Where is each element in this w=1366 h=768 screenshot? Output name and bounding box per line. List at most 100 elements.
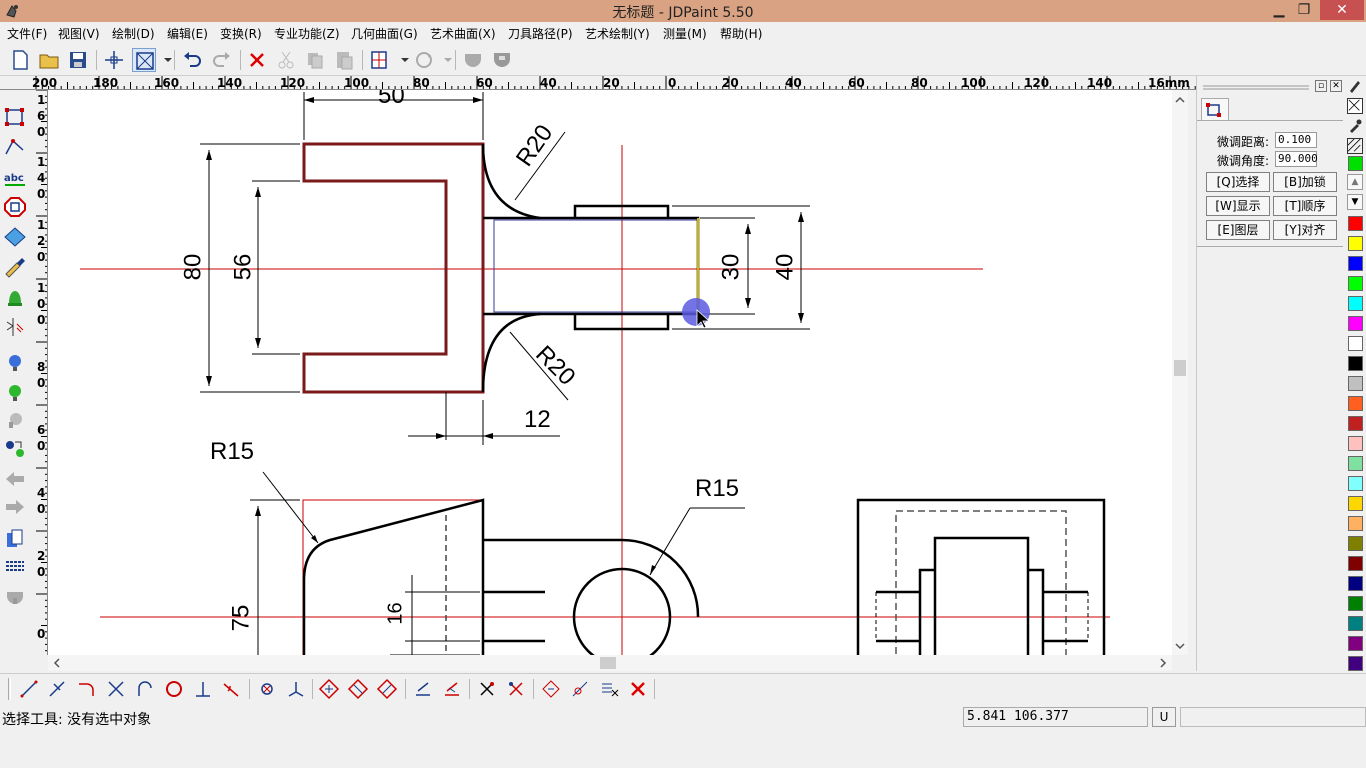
break-point-icon[interactable]: [476, 678, 498, 700]
color-swatch[interactable]: [1348, 216, 1363, 231]
menu-art-draw[interactable]: 艺术绘制(Y): [585, 27, 650, 41]
color-swatch[interactable]: [1348, 596, 1363, 611]
minimize-button[interactable]: ▁: [1273, 2, 1285, 18]
horizontal-scrollbar[interactable]: [48, 655, 1172, 671]
fine-distance-input[interactable]: 0.100: [1275, 132, 1317, 148]
tangent-arc-icon[interactable]: [134, 678, 156, 700]
section-cut-icon[interactable]: [3, 316, 27, 338]
color-swatch[interactable]: [1348, 336, 1363, 351]
menu-pro-functions[interactable]: 专业功能(Z): [274, 27, 340, 41]
hatch-pattern-icon[interactable]: [1347, 138, 1363, 154]
palette-scroll-up[interactable]: ▲: [1347, 174, 1363, 190]
color-swatch[interactable]: [1348, 356, 1363, 371]
panel-close-button[interactable]: ✕: [1330, 80, 1342, 92]
node-edit-icon[interactable]: [3, 106, 27, 128]
no-color-icon[interactable]: [1347, 98, 1363, 114]
bulb-green-icon[interactable]: [3, 382, 27, 404]
color-swatch[interactable]: [1348, 636, 1363, 651]
snap-node-icon[interactable]: [540, 678, 562, 700]
select-button[interactable]: [Q]选择: [1206, 172, 1270, 192]
color-swatch[interactable]: [1348, 416, 1363, 431]
color-swatch[interactable]: [1348, 396, 1363, 411]
diamond-fill-icon[interactable]: [3, 226, 27, 248]
arrow-right-icon[interactable]: [3, 496, 27, 518]
menu-view[interactable]: 视图(V): [58, 27, 100, 41]
panel-tab-node[interactable]: [1201, 98, 1229, 120]
redo-icon[interactable]: [210, 48, 234, 72]
color-swatch[interactable]: [1348, 256, 1363, 271]
cancel-snap-icon[interactable]: [627, 678, 649, 700]
swap-arrows-icon[interactable]: [3, 438, 27, 460]
color-swatch[interactable]: [1348, 516, 1363, 531]
color-swatch[interactable]: [1348, 236, 1363, 251]
color-swatch[interactable]: [1348, 296, 1363, 311]
drawing-canvas[interactable]: 50 R20 80 56 30 40 R20 12 R15 R15 75 16: [48, 90, 1172, 655]
color-swatch[interactable]: [1348, 476, 1363, 491]
eyedropper-icon[interactable]: [1347, 118, 1363, 134]
unit-toggle-button[interactable]: U: [1152, 707, 1176, 727]
save-icon[interactable]: [66, 48, 90, 72]
menu-edit[interactable]: 编辑(E): [167, 27, 208, 41]
open-folder-icon[interactable]: [37, 48, 61, 72]
chevron-down-icon[interactable]: [436, 48, 452, 72]
shield-render-icon[interactable]: [461, 48, 485, 72]
crosshair-snap-icon[interactable]: [102, 48, 126, 72]
close-button[interactable]: ✕: [1320, 0, 1364, 20]
cut-icon[interactable]: [274, 48, 298, 72]
menu-geometric-surface[interactable]: 几何曲面(G): [351, 27, 418, 41]
paste-icon[interactable]: [332, 48, 356, 72]
align-button[interactable]: [Y]对齐: [1273, 220, 1337, 240]
color-swatch[interactable]: [1348, 656, 1363, 671]
new-file-icon[interactable]: [8, 48, 32, 72]
angle-tool-icon[interactable]: [220, 678, 242, 700]
color-swatch[interactable]: [1348, 496, 1363, 511]
panel-dock-button[interactable]: ▫: [1315, 80, 1327, 92]
menu-draw[interactable]: 绘制(D): [112, 27, 155, 41]
pencil-icon[interactable]: [1347, 78, 1363, 94]
delete-icon[interactable]: [245, 48, 269, 72]
intersect-tool-icon[interactable]: [105, 678, 127, 700]
copy-icon[interactable]: [303, 48, 327, 72]
select-box-icon[interactable]: [132, 48, 156, 72]
octagon-tool-icon[interactable]: [3, 196, 27, 218]
perpendicular-icon[interactable]: [192, 678, 214, 700]
vertical-scrollbar[interactable]: [1172, 90, 1188, 655]
chevron-down-icon[interactable]: [156, 48, 172, 72]
point-tool-icon[interactable]: [256, 678, 278, 700]
rotate-view-icon[interactable]: [412, 48, 436, 72]
order-button[interactable]: [T]顺序: [1273, 196, 1337, 216]
restore-button[interactable]: ❐: [1297, 2, 1311, 18]
diamond-split-icon[interactable]: [347, 678, 369, 700]
menu-toolpath[interactable]: 刀具路径(P): [508, 27, 573, 41]
arc-tool-icon[interactable]: [75, 678, 97, 700]
palette-scroll-down[interactable]: ▼: [1347, 194, 1363, 210]
fine-angle-input[interactable]: 90.000: [1275, 151, 1318, 167]
axis-tool-icon[interactable]: [285, 678, 307, 700]
bell-shape-icon[interactable]: [3, 286, 27, 308]
delete-point-icon[interactable]: [505, 678, 527, 700]
pages-icon[interactable]: [3, 528, 27, 550]
diamond-join-icon[interactable]: [376, 678, 398, 700]
polyline-icon[interactable]: [3, 136, 27, 158]
extend-tool-icon[interactable]: [441, 678, 463, 700]
layer-button[interactable]: [E]图层: [1206, 220, 1270, 240]
lock-button[interactable]: [B]加锁: [1273, 172, 1337, 192]
line-tool-icon[interactable]: [18, 678, 40, 700]
diamond-node-icon[interactable]: [318, 678, 340, 700]
menu-art-surface[interactable]: 艺术曲面(X): [430, 27, 496, 41]
perpendicular-line-icon[interactable]: [46, 678, 68, 700]
bulb-gray-icon[interactable]: [3, 410, 27, 432]
color-swatch[interactable]: [1348, 576, 1363, 591]
color-swatch[interactable]: [1348, 556, 1363, 571]
bulb-blue-icon[interactable]: [3, 352, 27, 374]
color-swatch[interactable]: [1348, 276, 1363, 291]
color-swatch[interactable]: [1348, 316, 1363, 331]
color-swatch[interactable]: [1348, 456, 1363, 471]
circle-tool-icon[interactable]: [163, 678, 185, 700]
menu-help[interactable]: 帮助(H): [720, 27, 763, 41]
shield-shade-icon[interactable]: [490, 48, 514, 72]
layer-grid-icon[interactable]: [367, 48, 391, 72]
color-swatch[interactable]: [1348, 376, 1363, 391]
menu-measure[interactable]: 测量(M): [663, 27, 707, 41]
trim-tool-icon[interactable]: [412, 678, 434, 700]
